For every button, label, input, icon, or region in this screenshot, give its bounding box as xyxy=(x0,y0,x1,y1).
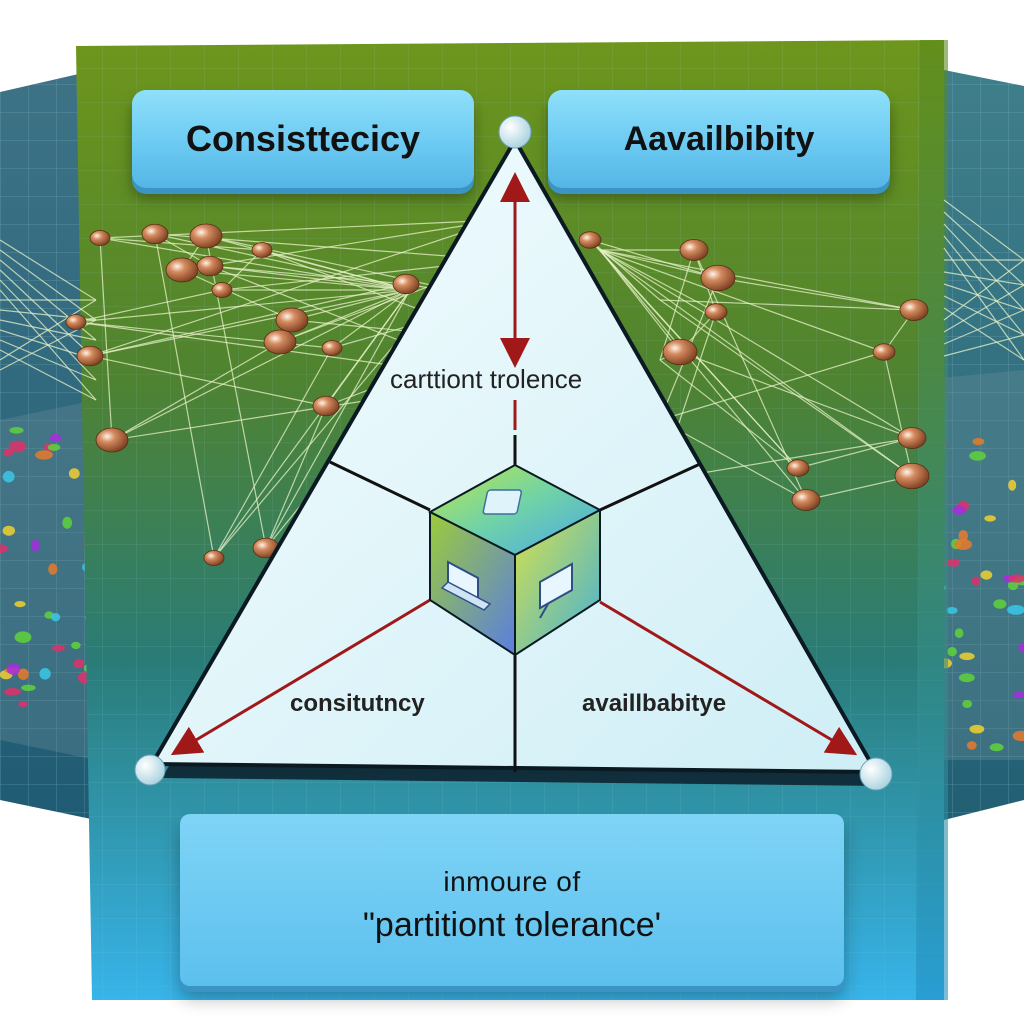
monitor-icon xyxy=(539,562,573,619)
cap-arrows xyxy=(170,172,858,756)
availability-box: Aavailbibity xyxy=(548,90,890,188)
central-cube xyxy=(427,463,603,657)
laptop-icon xyxy=(440,560,492,611)
network-floor-dots xyxy=(0,427,1024,752)
availability-label: Aavailbibity xyxy=(623,119,815,158)
caption-line-2: "partitiont tolerance' xyxy=(362,905,662,944)
consistency-label: Consisttecicy xyxy=(185,118,421,159)
caption-line-1: inmoure of xyxy=(443,865,581,897)
network-nodes xyxy=(65,223,930,566)
arrow-right xyxy=(599,600,858,756)
arrow-left xyxy=(170,598,431,756)
consistency-corner-label: consitutncy xyxy=(290,690,425,717)
consistency-box: Consisttecicy xyxy=(132,90,474,188)
network-node-icon xyxy=(482,489,523,515)
caption-box: inmoure of "partitiont tolerance' xyxy=(180,814,844,986)
availability-corner-label: availlbabitye xyxy=(582,690,727,717)
triangle-corner-balls xyxy=(134,115,893,791)
partition-tolerance-label: carttiont trolence xyxy=(390,364,583,394)
